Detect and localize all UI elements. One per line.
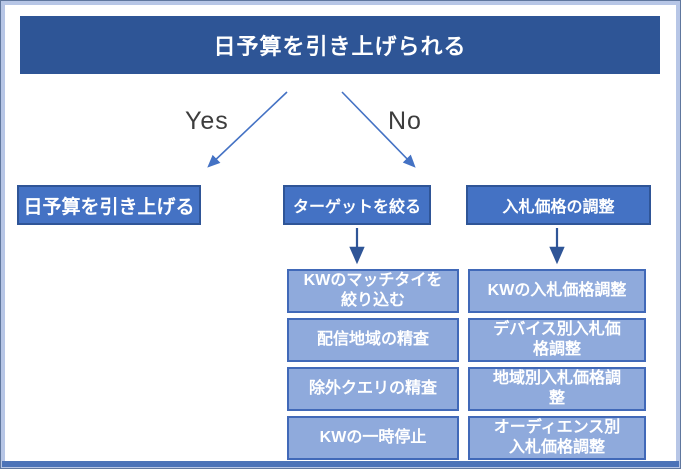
node-raise-daily-budget: 日予算を引き上げる	[17, 185, 201, 225]
node-kw-bid-adjustment: KWの入札価格調整	[468, 269, 646, 313]
node-label: 地域別入札価格調 整	[492, 370, 621, 407]
node-label: 入札価格の調整	[502, 199, 615, 216]
node-narrow-kw-match-type: KWのマッチタイを 絞り込む	[287, 269, 459, 313]
node-label: 日予算を引き上げる	[23, 196, 195, 218]
node-label: ターゲットを絞る	[292, 199, 421, 216]
no-branch-label: No	[388, 107, 422, 135]
node-label: デバイス別入札価 格調整	[493, 321, 621, 358]
node-label: KWの入札価格調整	[487, 282, 627, 299]
node-label: オーディエンス別 入札価格調整	[493, 419, 621, 456]
node-review-negative-queries: 除外クエリの精査	[287, 367, 459, 411]
node-label: KWのマッチタイを 絞り込む	[303, 272, 443, 309]
node-adjust-bid-price: 入札価格の調整	[466, 185, 651, 225]
node-review-delivery-area: 配信地域の精査	[287, 318, 459, 362]
node-region-bid-adjustment: 地域別入札価格調 整	[468, 367, 646, 411]
yes-branch-label: Yes	[185, 107, 229, 135]
node-pause-kw: KWの一時停止	[287, 416, 459, 460]
node-narrow-target: ターゲットを絞る	[283, 185, 431, 225]
node-label: 除外クエリの精査	[308, 380, 437, 397]
node-label: KWの一時停止	[319, 429, 427, 446]
node-device-bid-adjustment: デバイス別入札価 格調整	[468, 318, 646, 362]
node-label: 配信地域の精査	[316, 331, 429, 348]
root-node-label: 日予算を引き上げられる	[213, 34, 467, 59]
node-audience-bid-adjustment: オーディエンス別 入札価格調整	[468, 416, 646, 460]
bottom-accent-bar	[2, 461, 679, 467]
root-node-daily-budget-question: 日予算を引き上げられる	[20, 16, 660, 74]
